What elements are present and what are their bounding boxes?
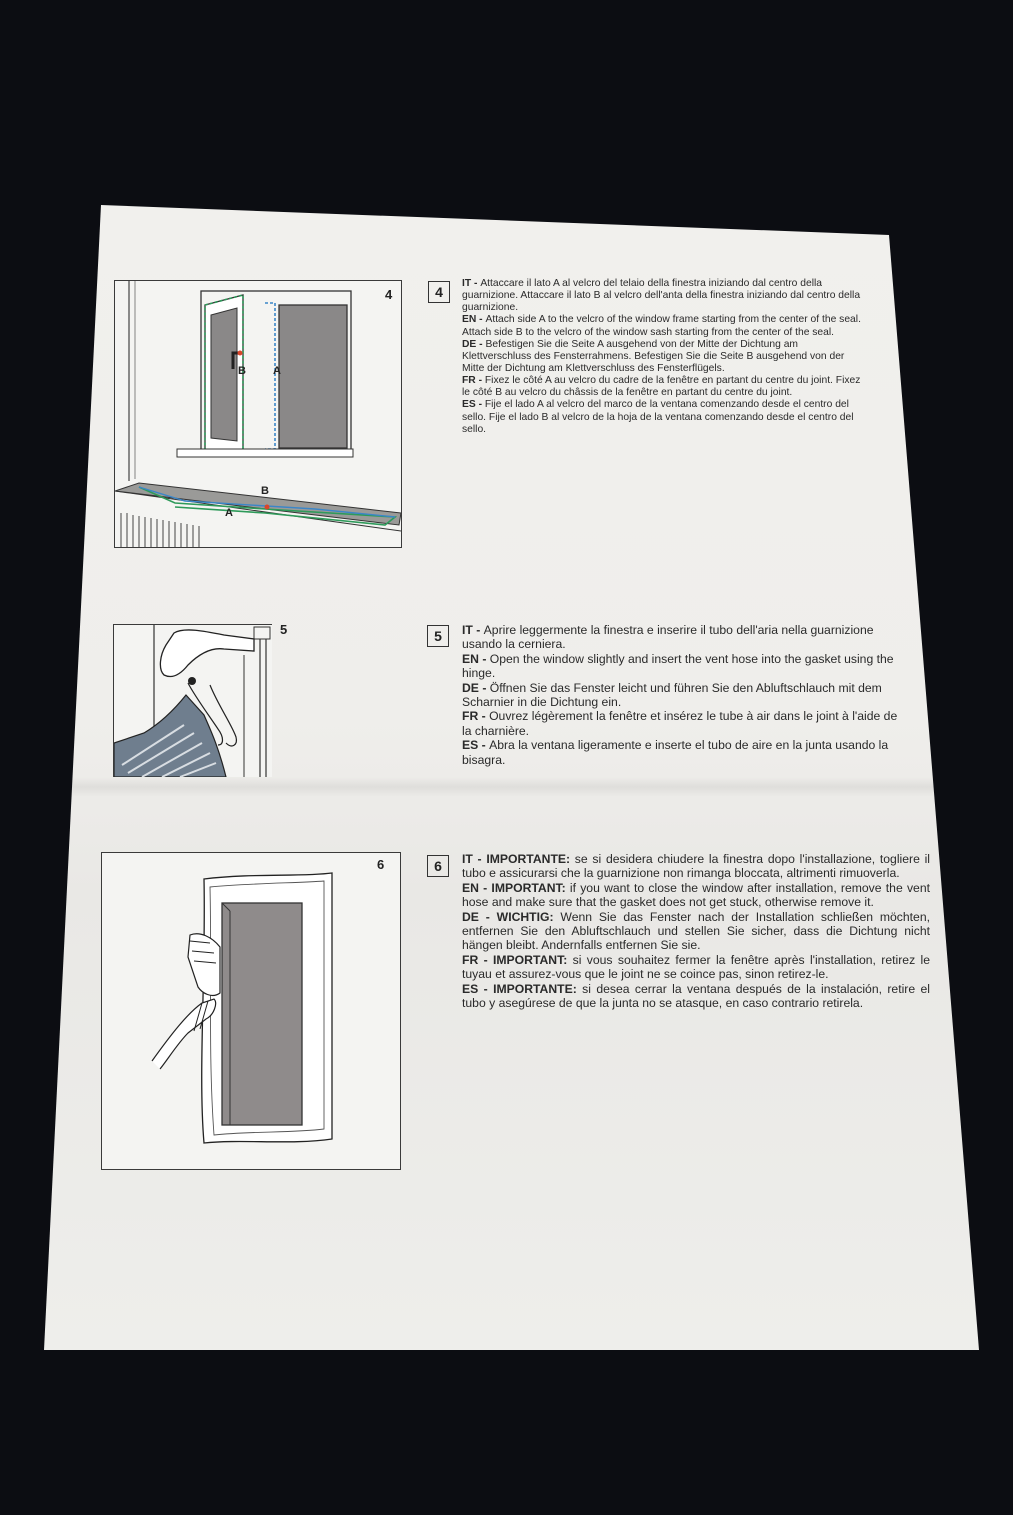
step-6-it: IT - IMPORTANTE: se si desidera chiudere… bbox=[462, 852, 930, 881]
label-a-frame: A bbox=[273, 365, 281, 377]
paper-fold bbox=[44, 777, 979, 797]
instruction-sheet: 4 B A B A 4 IT - Attaccare il lato A al … bbox=[44, 205, 979, 1350]
step-4-fr: FR - Fixez le côté A au velcro du cadre … bbox=[462, 375, 861, 399]
step-4-illustration: 4 B A B A bbox=[114, 280, 402, 548]
step-4-de: DE - Befestigen Sie die Seite A ausgehen… bbox=[462, 338, 845, 374]
step-6-de: DE - WICHTIG: Wenn Sie das Fenster nach … bbox=[462, 909, 931, 953]
step-5-fr: FR - Ouvrez légèrement la fenêtre et ins… bbox=[462, 709, 898, 738]
step-5-text: IT - Aprire leggermente la finestra e in… bbox=[462, 623, 900, 767]
step-4-es: ES - Fije el lado A al velcro del marco … bbox=[462, 399, 854, 435]
step-4-text: IT - Attaccare il lato A al velcro del t… bbox=[462, 278, 866, 436]
step-5-figure-label: 5 bbox=[280, 622, 288, 637]
step-6-number-box: 6 bbox=[427, 855, 449, 877]
window-closing-diagram bbox=[151, 872, 333, 1144]
step-6-text: IT - IMPORTANTE: se si desidera chiudere… bbox=[462, 852, 930, 1010]
step-6-en: EN - IMPORTANT: if you want to close the… bbox=[462, 880, 930, 910]
step-5-de: DE - Öffnen Sie das Fenster leicht und f… bbox=[462, 680, 882, 709]
step-5-it: IT - Aprire leggermente la finestra e in… bbox=[462, 623, 874, 652]
print-code: 2_1220 bbox=[54, 1484, 64, 1515]
label-a-sill: A bbox=[225, 507, 233, 519]
hose-insertion-diagram bbox=[114, 625, 271, 777]
step-6-figure-number: 6 bbox=[377, 857, 385, 872]
step-6-es: ES - IMPORTANTE: si desea cerrar la vent… bbox=[462, 981, 930, 1010]
step-4-en: EN - Attach side A to the velcro of the … bbox=[462, 314, 861, 338]
label-b-sill: B bbox=[261, 485, 269, 497]
step-6-fr: FR - IMPORTANT: si vous souhaitez fermer… bbox=[462, 952, 930, 982]
window-seal-diagram bbox=[115, 281, 401, 547]
step-5-number-box: 5 bbox=[427, 625, 449, 647]
step-4-number-box: 4 bbox=[428, 281, 450, 303]
step-5-es: ES - Abra la ventana ligeramente e inser… bbox=[462, 738, 889, 767]
step-5-en: EN - Open the window slightly and insert… bbox=[462, 651, 894, 681]
label-b-frame: B bbox=[238, 365, 246, 377]
step-6-illustration: 6 bbox=[101, 852, 401, 1170]
step-4-figure-number: 4 bbox=[385, 287, 393, 302]
step-5-illustration: 5 bbox=[113, 624, 272, 777]
step-4-it: IT - Attaccare il lato A al velcro del t… bbox=[462, 278, 861, 314]
